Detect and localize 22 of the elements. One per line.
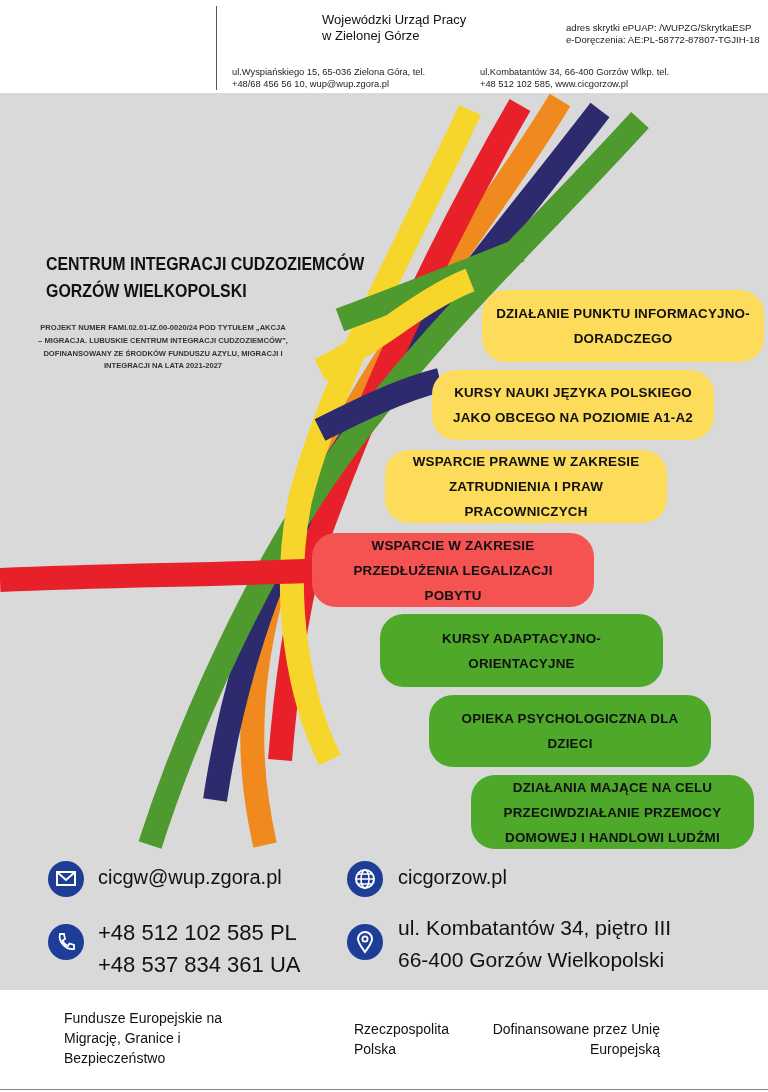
city-address: 66-400 Gorzów Wielkopolski (398, 948, 665, 972)
agency-name: Wojewódzki Urząd Pracy w Zielonej Górze (322, 12, 468, 44)
service-box: DZIAŁANIE PUNKTU INFORMACYJNO-DORADCZEGO (482, 290, 764, 362)
phone-number: +48 512 102 585 PL (98, 920, 297, 946)
service-box: DZIAŁANIA MAJĄCE NA CELU PRZECIWDZIAŁANIE PRZEMOCY DOMOWEJ I HANDLOWI LUDŹMI (471, 775, 754, 849)
service-box: WSPARCIE PRAWNE W ZAKRESIE ZATRUDNIENIA I PRAW PRACOWNICZYCH (385, 450, 667, 523)
service-box: KURSY ADAPTACYJNO-ORIENTACYJNE (380, 614, 663, 687)
phone-number: +48 537 834 361 UA (98, 952, 301, 978)
service-box: KURSY NAUKI JĘZYKA POLSKIEGO JAKO OBCEGO NA POZIOMIE A1-A2 (432, 370, 714, 440)
agency-address: ul.Wyspiańskiego 15, 65-036 Zielona Góra, tel. +48/68 456 56 10, wup@wup.zgora.pl (232, 66, 427, 90)
service-box: OPIEKA PSYCHOLOGICZNA DLA DZIECI (429, 695, 711, 767)
service-box: WSPARCIE W ZAKRESIE PRZEDŁUŻENIA LEGALIZACJI POBYTU (312, 533, 594, 607)
title: CENTRUM INTEGRACJI CUDZOZIEMCÓW GORZÓW WIELKOPOLSKI (46, 252, 365, 303)
street-address: ul. Kombatantów 34, piętro III (398, 916, 672, 940)
funding-note: Dofinansowane przez Unię Europejską (491, 1020, 660, 1059)
delivery-address: e-Doręczenia: AE:PL-58772-87807-TGJIH-18 (566, 34, 761, 45)
mailbox-address: adres skrytki ePUAP: /WUPZG/SkrytkaESP (566, 22, 753, 33)
funding-note: Fundusze Europejskie na Migrację, Granice i Bezpieczeństwo (64, 1009, 223, 1068)
email-address: cicgw@wup.zgora.pl (98, 866, 282, 889)
center-address: ul.Kombatantów 34, 66-400 Gorzów Wlkp. tel. +48 512 102 585, www.cicgorzow.pl (480, 66, 671, 90)
website-address: cicgorzow.pl (398, 866, 507, 889)
funding-note: Rzeczpospolita Polska (354, 1020, 450, 1059)
